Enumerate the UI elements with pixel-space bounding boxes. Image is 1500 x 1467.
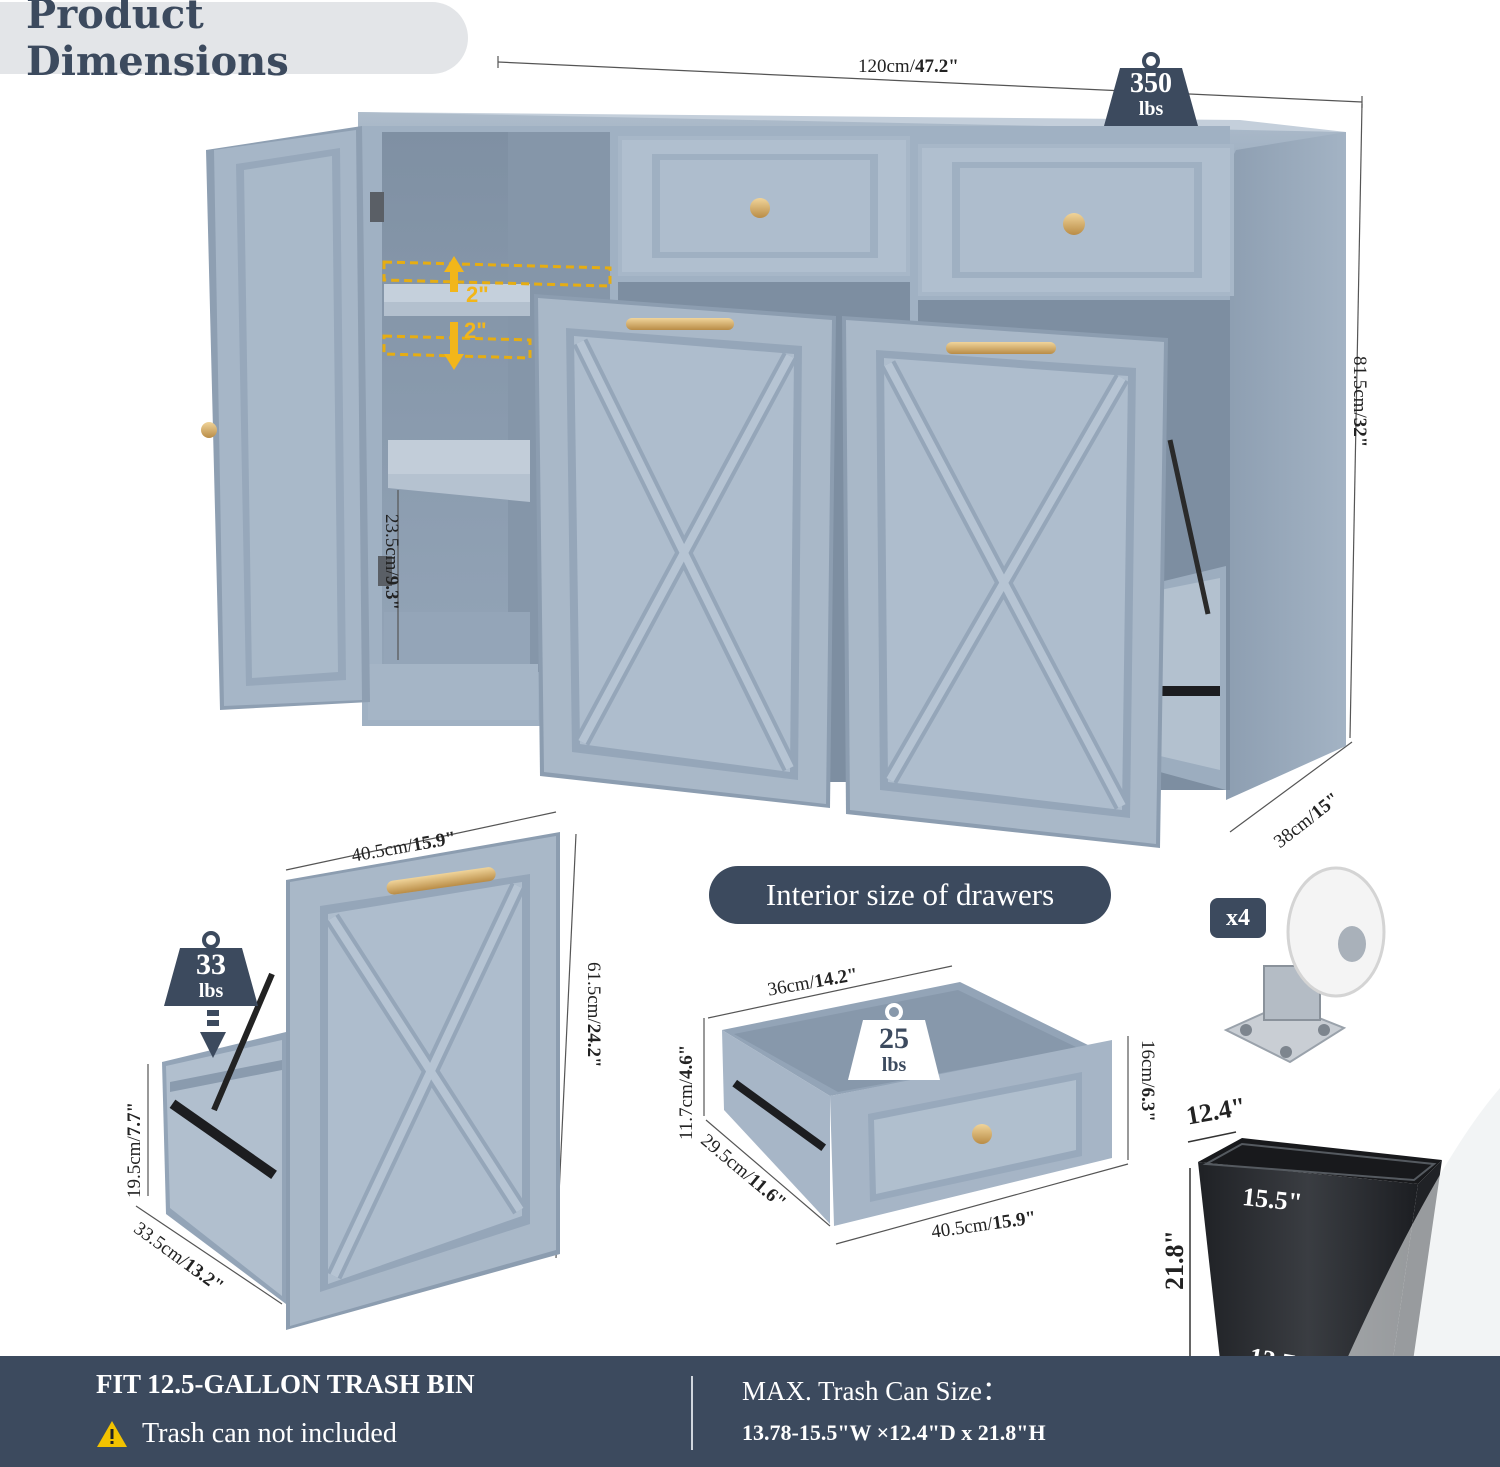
tilt-bin-load-value: 33: [196, 948, 226, 981]
tilt-door-height-imperial: 24.2": [583, 1023, 604, 1068]
tilt-bin-load-badge: 33 lbs: [164, 930, 258, 1006]
cabinet-height-imperial: 32": [1349, 417, 1370, 448]
cabinet-width-label: 120cm/47.2": [858, 56, 959, 78]
footer-bar: [0, 1356, 1500, 1467]
tilt-door-height-label: 61.5cm/24.2": [582, 962, 604, 1068]
caster-count-badge: x4: [1210, 898, 1266, 938]
drawer-outer-height-metric: 16cm/: [1137, 1040, 1158, 1088]
tilt-bin-height-metric: 19.5cm/: [124, 1136, 145, 1198]
title-pill: Product Dimensions: [0, 0, 468, 85]
max-load-value: 350: [1130, 68, 1172, 99]
cabinet-height-label: 81.5cm/32": [1348, 356, 1370, 447]
max-load-badge: 350 lbs: [1104, 52, 1198, 126]
cabinet-side: [1226, 132, 1346, 800]
top-drawer-right: [918, 144, 1234, 296]
top-drawer-left: [618, 136, 910, 276]
drawer-outer-height-label: 16cm/6.3": [1136, 1040, 1158, 1122]
weight-icon: [848, 1003, 940, 1080]
shelf-height-imperial: 9.3": [381, 575, 402, 611]
max-size-value: 13.78-15.5"W ×12.4"D x 21.8"H: [742, 1420, 1046, 1445]
tilt-door-left: [534, 294, 836, 808]
weight-icon: [1104, 52, 1198, 126]
height-dimension-line: [1349, 103, 1363, 739]
bin-top-width-label: 15.5": [1240, 1182, 1304, 1218]
max-size-title: MAX. Trash Can Size：: [742, 1376, 1010, 1406]
drawer-outer-height-imperial: 6.3": [1137, 1087, 1158, 1122]
drawer-load-badge: 25 lbs: [848, 1002, 940, 1080]
tilt-door-right: [842, 316, 1168, 848]
page-title: Product Dimensions: [26, 0, 289, 85]
tilt-out-bin-right: [1160, 439, 1226, 790]
max-load-unit: lbs: [1138, 98, 1164, 120]
not-included-text: Trash can not included: [142, 1418, 397, 1449]
caster-wheel: [1223, 866, 1386, 1064]
shelf-height-label: 23.5cm/9.3": [380, 514, 402, 610]
tilt-door-height-metric: 61.5cm/: [583, 962, 604, 1024]
drawer-height-metric: 11.7cm/: [676, 1078, 697, 1140]
cabinet-width-metric: 120cm/: [858, 56, 915, 77]
footer-divider: [691, 1376, 693, 1450]
tilt-bin-height-label: 19.5cm/7.7": [124, 1102, 146, 1198]
bin-height-label: 21.8": [1160, 1230, 1189, 1290]
weight-icon: [164, 931, 258, 1006]
drawer-load-unit: lbs: [881, 1054, 907, 1076]
shelf-adjust-arrows: [444, 256, 464, 370]
drawer-height-imperial: 4.6": [676, 1044, 697, 1079]
shelf-height-metric: 23.5cm/: [381, 514, 402, 576]
shelf-adjust-down-label: 2": [464, 318, 487, 343]
adjustable-shelves: [384, 284, 530, 664]
depth-dimension-line: [1229, 741, 1353, 833]
not-included-note: Trash can not included: [96, 1418, 397, 1450]
fit-bin-title: FIT 12.5-GALLON TRASH BIN: [96, 1369, 475, 1399]
drawer-height-label: 11.7cm/4.6": [676, 1045, 698, 1140]
tilt-bin-height-imperial: 7.7": [124, 1101, 145, 1137]
tilt-door-detail: [135, 811, 577, 1330]
shelf-adjust-markers: [382, 260, 612, 360]
cabinet-height-metric: 81.5cm/: [1349, 356, 1370, 418]
warning-icon: [97, 1421, 127, 1447]
drawer-section-title: Interior size of drawers: [709, 866, 1111, 924]
drawer-load-value: 25: [879, 1022, 909, 1055]
open-left-door: [201, 126, 392, 710]
shelf-adjust-up-label: 2": [466, 282, 489, 307]
cabinet-width-imperial: 47.2": [915, 56, 959, 77]
tilt-bin-load-unit: lbs: [198, 980, 224, 1002]
